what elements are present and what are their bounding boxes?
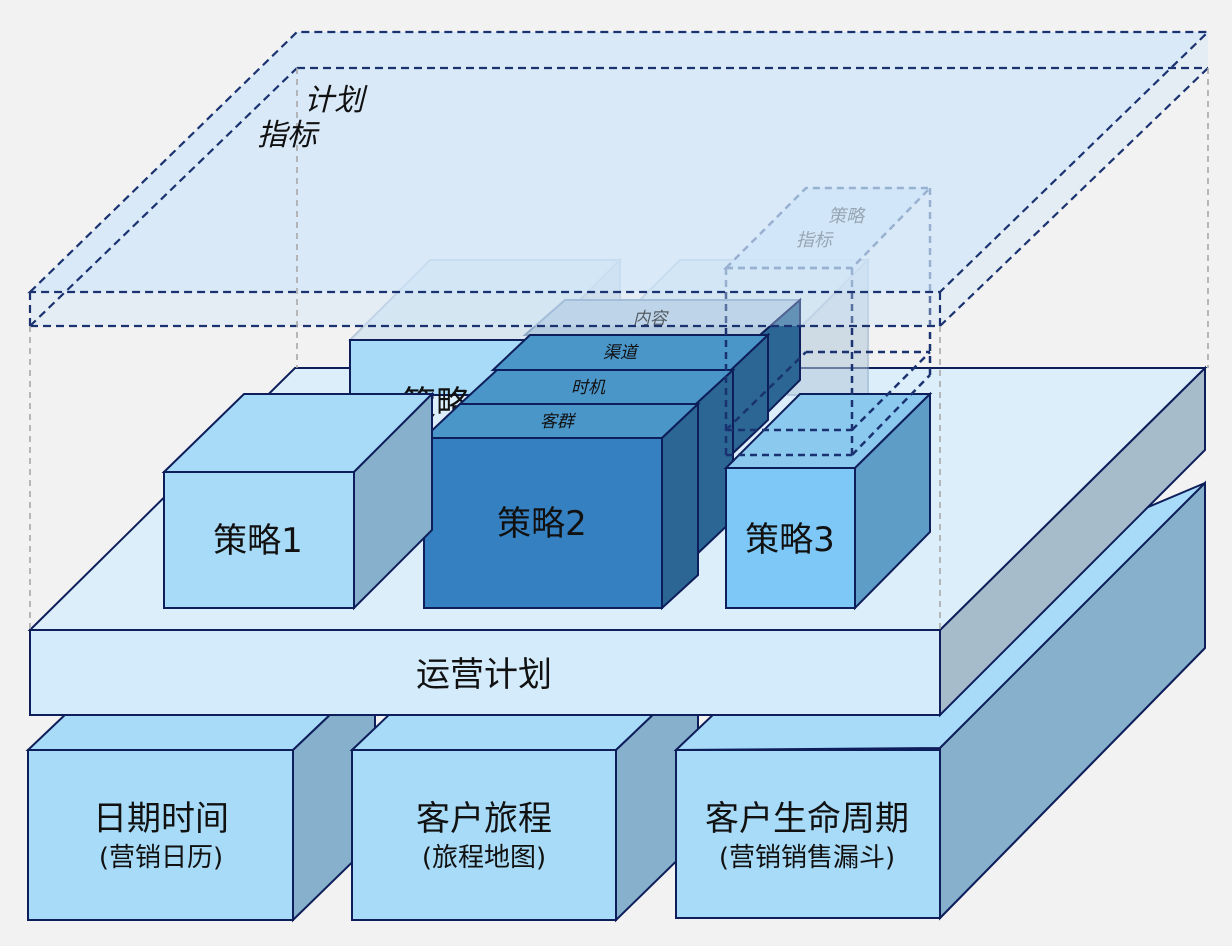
plan-volume	[27, 30, 1211, 630]
strategy-1-label: 策略1	[213, 521, 303, 561]
plan-label-line2: 指标	[257, 118, 320, 153]
layer-timing	[457, 367, 736, 558]
plan-label-line1: 计划	[304, 83, 368, 118]
strategy-3-box	[723, 391, 933, 611]
base-date-subtitle: (营销日历)	[99, 843, 223, 873]
strategy-1-box	[161, 391, 435, 611]
base-date-title: 日期时间	[93, 799, 229, 839]
strategy-2-label: 策略2	[497, 504, 587, 544]
base-journey-subtitle: (旅程地图)	[422, 843, 546, 873]
layer-content-label: 内容	[633, 309, 669, 329]
base-journey-title: 客户旅程	[416, 799, 552, 839]
operation-plan-label: 运营计划	[416, 655, 552, 695]
strategy-3-label: 策略3	[745, 520, 835, 560]
layer-timing-label: 时机	[571, 378, 606, 398]
strategy-2-box	[421, 401, 701, 611]
base-lifecycle-title: 客户生命周期	[705, 799, 909, 839]
layer-audience-label: 客群	[540, 412, 577, 432]
layer-channel-label: 渠道	[603, 343, 640, 363]
base-lifecycle-subtitle: (营销销售漏斗)	[719, 843, 895, 873]
